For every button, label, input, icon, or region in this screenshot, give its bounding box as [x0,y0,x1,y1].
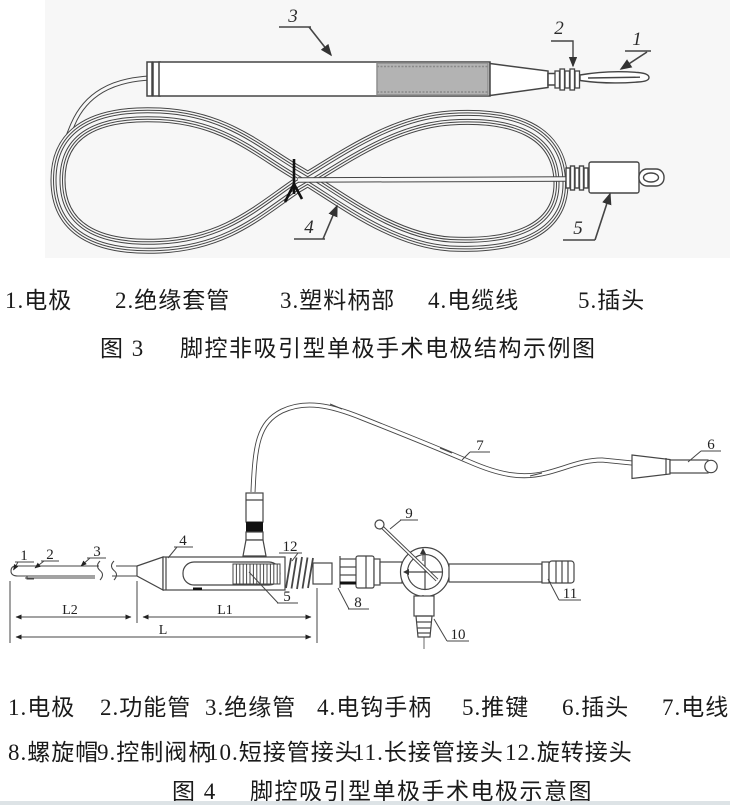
dim-l2: L2 [62,603,78,618]
callout-4: 4 [294,204,338,240]
callout-1: 1 [619,29,651,70]
part-label: 5.推键 [462,695,530,720]
part-label: 4.电钩手柄 [317,695,433,720]
callout-7: 7 [461,438,490,461]
part-label: 3.绝缘管 [205,695,297,720]
svg-text:2: 2 [46,547,54,563]
callout-3: 3 [80,544,106,567]
part-label: 2.功能管 [100,695,192,720]
wire [253,404,632,492]
callout-1: 1 [13,548,34,571]
svg-text:3: 3 [287,6,298,27]
figure-number: 图 4 [172,779,217,804]
electrode-and-tubes [10,560,137,581]
cable-lead [297,176,567,183]
callout-5: 5 [248,571,298,605]
callout-3: 3 [279,6,332,57]
dimension-lines: L2 L1 L [9,581,318,643]
rotary-connector [242,492,267,557]
svg-text:7: 7 [476,438,484,454]
callout-5: 5 [563,192,612,241]
figure-number: 图 3 [100,336,145,361]
figure3-callouts: 3 2 1 4 5 [279,6,651,241]
callout-8: 8 [337,587,369,611]
push-key [232,563,281,585]
spiral-cap [339,555,375,589]
part-label: 4.电缆线 [428,288,520,313]
svg-text:11: 11 [563,586,577,602]
figure4-diagram: L2 L1 L 1 2 3 4 [9,385,721,649]
banana-plug [565,161,665,194]
svg-text:4: 4 [304,217,314,238]
callout-6: 6 [687,437,721,463]
valve-assembly [373,519,575,649]
plug [631,454,718,480]
part-label: 1.电极 [8,695,76,720]
callout-4: 4 [167,533,193,559]
page-bottom-border [0,801,730,805]
svg-text:5: 5 [573,218,583,239]
svg-text:1: 1 [632,29,642,50]
svg-text:4: 4 [179,533,187,549]
svg-text:1: 1 [20,548,28,564]
part-label: 3.塑料柄部 [280,288,396,313]
part-label: 6.插头 [562,695,630,720]
insulation-sleeve [554,68,581,91]
figure4-callouts: 1 2 3 4 5 [13,437,721,643]
svg-text:8: 8 [354,595,362,611]
figure3-diagram: 3 2 1 4 5 [0,6,665,258]
part-label: 1.电极 [5,288,73,313]
dim-l1: L1 [217,603,233,618]
svg-text:12: 12 [283,539,298,555]
svg-text:6: 6 [707,437,715,453]
callout-2: 2 [551,18,578,68]
part-label: 11.长接管接头 [353,740,504,765]
svg-text:5: 5 [283,589,291,605]
figure-title: 脚控吸引型单极手术电极示意图 [250,779,593,804]
hook-handle [136,556,333,592]
part-label: 12.旋转接头 [505,740,633,765]
part-label: 5.插头 [578,288,646,313]
svg-text:3: 3 [93,544,101,560]
callout-10: 10 [433,618,469,643]
cable-tie [283,159,304,203]
part-label: 7.电线 [662,695,730,720]
part-label: 8.螺旋帽 [8,740,100,765]
svg-text:9: 9 [405,506,413,522]
svg-text:2: 2 [554,18,564,39]
grip-section [376,62,489,96]
long-tube-connector [448,560,575,584]
blade-electrode [579,70,650,84]
svg-text:10: 10 [451,627,466,643]
dim-l: L [159,623,168,638]
valve-lever [374,519,439,582]
figure-title: 脚控非吸引型单极手术电极结构示例图 [180,336,597,361]
short-tube-connector [413,595,435,649]
callout-11: 11 [547,578,581,602]
thread-section [285,556,314,590]
part-label: 10.短接管接头 [207,740,359,765]
part-label: 9.控制阀柄 [97,740,213,765]
pencil-handle [146,61,557,97]
callout-2: 2 [34,547,59,569]
callout-12: 12 [279,539,302,562]
callout-9: 9 [389,506,418,530]
part-label: 2.绝缘套管 [115,288,231,313]
